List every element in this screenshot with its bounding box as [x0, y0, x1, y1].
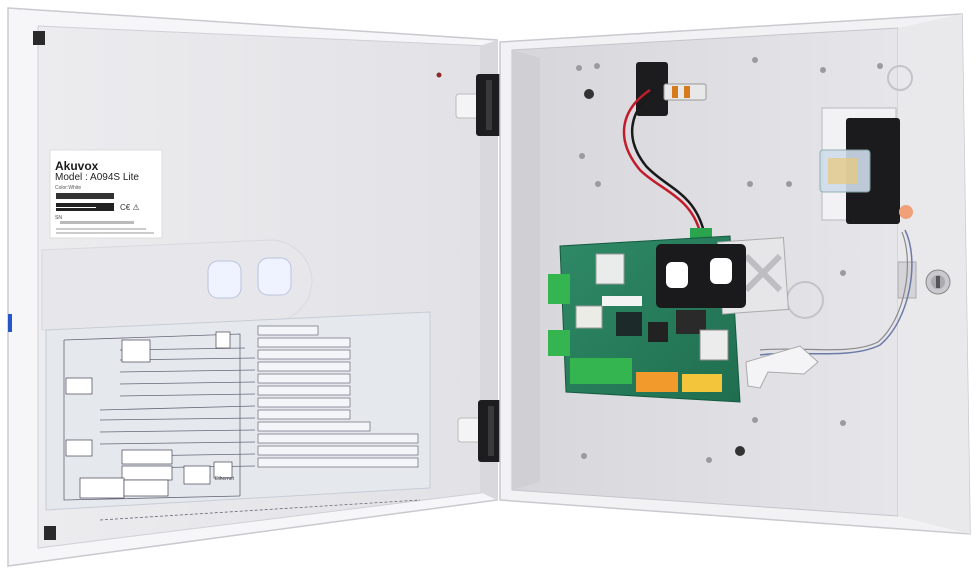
svg-text:C€ ⚠: C€ ⚠ — [120, 203, 140, 212]
chip — [616, 312, 642, 336]
product-label: C€ ⚠ — [49, 149, 163, 239]
brand-logo-text: Akuvox — [55, 159, 99, 173]
terminal-block — [636, 372, 678, 392]
door-screw — [44, 526, 56, 540]
mounting-hole — [735, 446, 745, 456]
led-lens — [207, 260, 242, 299]
terminal-block — [548, 274, 570, 304]
terminal-block — [682, 374, 722, 392]
serial-number-label: SN — [55, 215, 62, 221]
light-guide — [656, 244, 746, 308]
door-lock — [897, 261, 951, 299]
chip — [648, 322, 668, 342]
cable-clamp — [745, 345, 819, 389]
terminal-block — [548, 330, 570, 356]
model-text: Model : A094S Lite — [55, 172, 139, 183]
status-led — [436, 72, 442, 78]
wire-nut — [899, 205, 913, 219]
color-text: Color:White — [55, 185, 82, 191]
mounting-hole — [584, 89, 594, 99]
ethernet-port-label: Ethernet — [215, 476, 234, 482]
relay — [819, 107, 913, 224]
connector — [699, 329, 729, 361]
led-lens — [257, 257, 292, 296]
door-screw — [33, 31, 45, 45]
wiring-diagram — [45, 311, 431, 521]
connector — [595, 253, 625, 285]
cable-knockout — [887, 65, 913, 91]
indicator-window — [41, 239, 313, 331]
terminal-block — [570, 358, 632, 384]
